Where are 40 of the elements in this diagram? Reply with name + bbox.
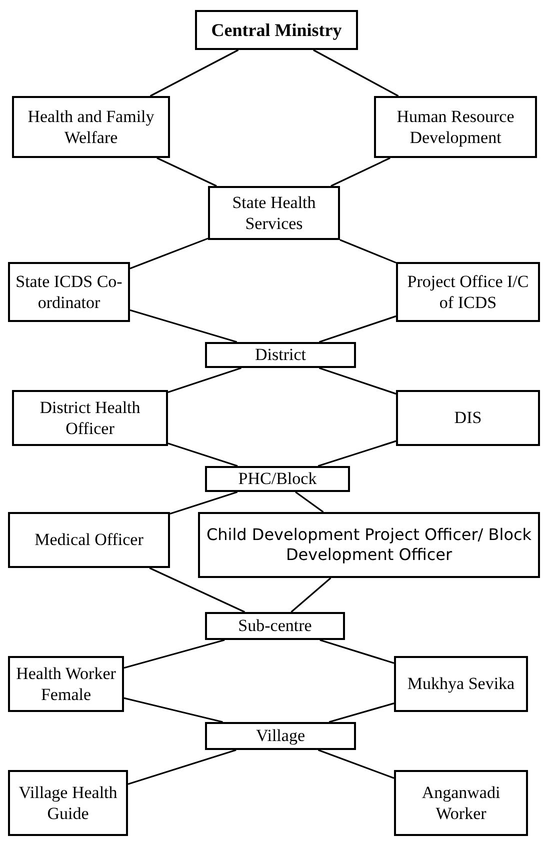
connector-line [340,239,396,264]
org-box: Project Office I/C of ICDS [396,262,540,322]
org-box: State Health Services [208,186,340,240]
connector-line [124,697,223,723]
org-box: DIS [396,390,540,446]
connector-line [156,157,217,187]
org-box: Village [205,722,356,750]
connector-line [168,367,242,393]
connector-line [328,702,394,723]
org-box: Health Worker Female [8,656,124,712]
connector-line [130,238,208,270]
connector-line [170,491,238,515]
org-box: Human Resource Development [374,96,537,158]
org-box: Mukhya Sevika [394,656,528,712]
connector-line [295,491,324,513]
connector-line [313,49,399,97]
org-box: State ICDS Co-ordinator [8,262,130,322]
connector-line [130,309,238,343]
connector-line [318,367,396,395]
connector-line [124,639,225,669]
org-box: Health and Family Welfare [12,96,170,158]
org-box: Medical Officer [8,512,170,568]
connector-line [150,49,239,97]
org-box: Village Health Guide [8,770,128,836]
org-box: Child Development Project Officer/ Block Development Officer [198,512,540,578]
org-box: PHC/Block [205,466,350,492]
connector-line [290,577,332,613]
connector-line [318,440,396,467]
org-box: Anganwadi Worker [394,770,528,836]
connector-line [318,749,394,779]
org-box: Central Ministry [195,10,358,50]
connector-line [168,442,238,467]
connector-line [330,157,390,187]
connector-line [128,749,236,785]
connector-line [320,639,394,664]
connector-line [149,567,246,613]
connector-line [318,315,396,343]
org-box: District Health Officer [12,390,168,446]
org-box: District [205,342,356,368]
org-box: Sub-centre [205,612,345,640]
